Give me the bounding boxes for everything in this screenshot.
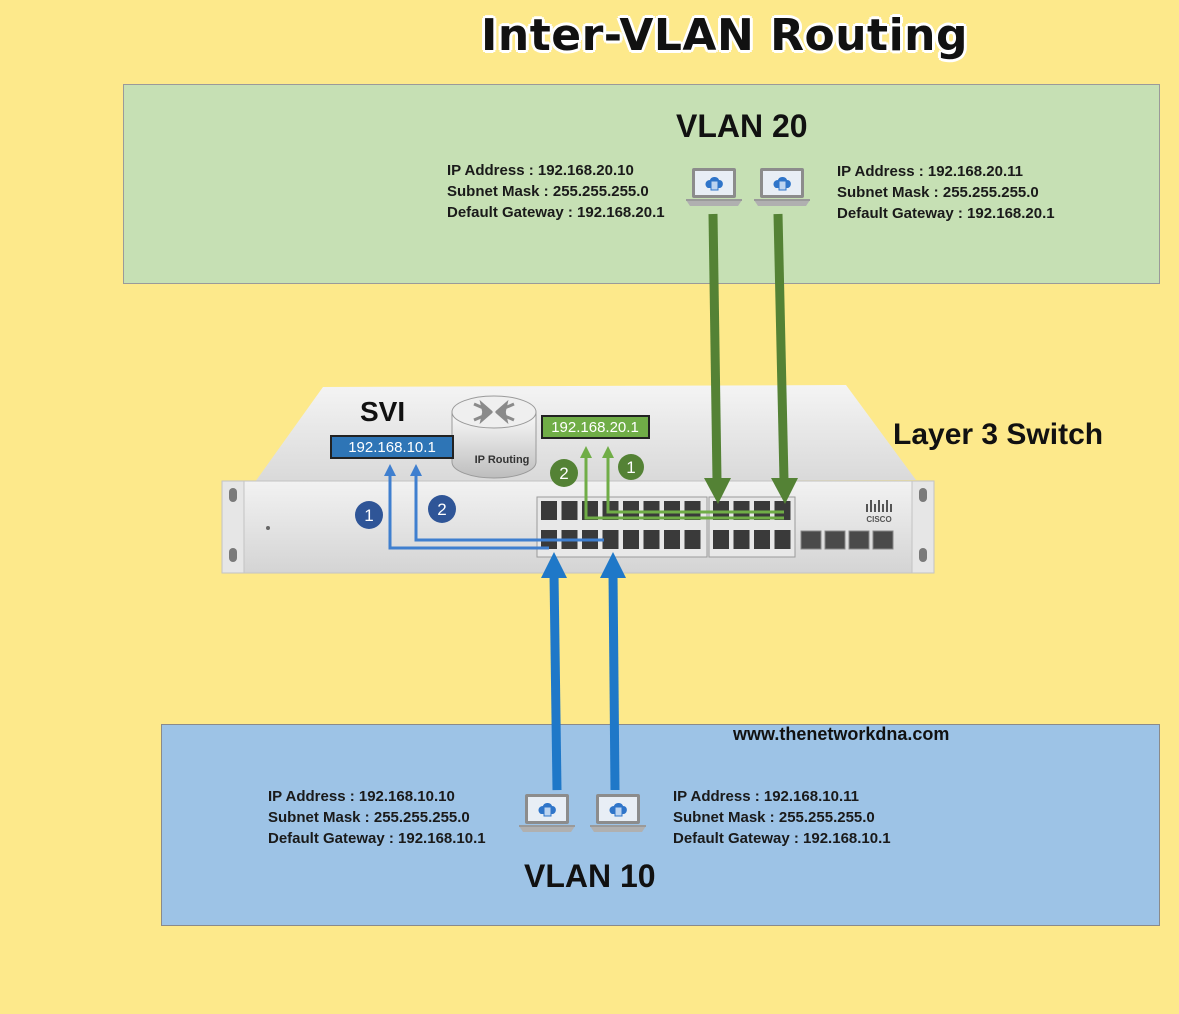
step-2-green	[550, 459, 578, 487]
vlan20-pc2-config: IP Address : 192.168.20.11 Subnet Mask :…	[837, 161, 1055, 224]
vlan20-pc1-laptop-icon	[686, 167, 742, 207]
step-1-blue	[355, 501, 383, 529]
switch-port	[713, 530, 729, 549]
step-1-blue-label: 1	[364, 506, 373, 525]
vlan10-pc2-ip: IP Address : 192.168.10.11	[673, 788, 859, 805]
switch-port	[800, 530, 822, 550]
switch-port	[848, 530, 870, 550]
svi-vlan20-box	[541, 415, 650, 439]
mount-hole	[229, 488, 237, 502]
switch-ear-left	[221, 480, 245, 574]
svi-vlan10-box	[330, 435, 454, 459]
vlan20-pc2-gateway: Default Gateway : 192.168.20.1	[837, 205, 1055, 222]
switch-port	[824, 530, 846, 550]
switch-port	[643, 530, 660, 549]
step-2-blue-label: 2	[437, 500, 446, 519]
vlan10-zone	[161, 724, 1160, 926]
cisco-logo: CISCO	[866, 500, 892, 524]
switch-port	[774, 530, 791, 549]
svi-title: SVI	[360, 396, 406, 427]
mount-hole	[229, 548, 237, 562]
vlan20-pc1-gateway: Default Gateway : 192.168.20.1	[447, 204, 665, 221]
step-2-green-label: 2	[559, 464, 568, 483]
svi-vlan10-ip: 192.168.10.1	[348, 439, 436, 456]
vlan10-links	[541, 552, 626, 791]
svi-vlan20-ip: 192.168.20.1	[551, 419, 639, 436]
vlan20-zone	[123, 84, 1160, 284]
status-led	[266, 526, 270, 530]
vlan20-pc2-laptop-icon	[754, 167, 810, 207]
switch-ear-right	[911, 480, 935, 574]
vlan10-svi-path	[388, 474, 604, 550]
vlan10-pc2-config: IP Address : 192.168.10.11 Subnet Mask :…	[673, 786, 891, 849]
vlan20-pc2-ip: IP Address : 192.168.20.11	[837, 163, 1023, 180]
switch-port	[684, 530, 701, 549]
ip-routing-icon: IP Routing	[451, 395, 537, 479]
vlan10-pc1-mask: Subnet Mask : 255.255.255.0	[268, 809, 470, 826]
vlan10-pc1-gateway: Default Gateway : 192.168.10.1	[268, 830, 486, 847]
vlan20-pc1-ip: IP Address : 192.168.20.10	[447, 162, 634, 179]
switch-port	[541, 501, 557, 520]
vlan20-title: VLAN 20	[676, 108, 808, 144]
layer3-switch: CISCO	[221, 385, 935, 574]
switch-port	[561, 501, 578, 520]
switch-port	[754, 530, 770, 549]
vlan20-pc1-config: IP Address : 192.168.20.10 Subnet Mask :…	[447, 160, 665, 223]
vlan10-pc1-laptop-icon	[519, 793, 575, 833]
vlan10-pc1-config: IP Address : 192.168.10.10 Subnet Mask :…	[268, 786, 486, 849]
switch-port	[872, 530, 894, 550]
step-2-blue	[428, 495, 456, 523]
switch-port	[733, 530, 750, 549]
vlan20-links	[704, 213, 798, 504]
vlan10-pc2-laptop-icon	[590, 793, 646, 833]
switch-ports	[536, 496, 894, 558]
step-1-green	[618, 454, 644, 480]
vlan10-pc2-mask: Subnet Mask : 255.255.255.0	[673, 809, 875, 826]
diagram-title: Inter-VLAN Routing	[481, 10, 968, 61]
step-1-green-label: 1	[626, 458, 635, 477]
vlan10-pc2-gateway: Default Gateway : 192.168.10.1	[673, 830, 891, 847]
vlan20-pc2-mask: Subnet Mask : 255.255.255.0	[837, 184, 1039, 201]
switch-port	[623, 530, 639, 549]
vlan20-pc1-mask: Subnet Mask : 255.255.255.0	[447, 183, 649, 200]
mount-hole	[919, 548, 927, 562]
ip-routing-label: IP Routing	[475, 454, 530, 466]
vlan10-title: VLAN 10	[524, 858, 656, 894]
vlan20-svi-path	[584, 456, 784, 520]
switch-port	[602, 530, 619, 549]
mount-hole	[919, 488, 927, 502]
switch-port	[664, 530, 680, 549]
website-watermark: www.thenetworkdna.com	[733, 724, 950, 744]
layer3-switch-label: Layer 3 Switch	[893, 418, 1104, 451]
vlan10-pc1-ip: IP Address : 192.168.10.10	[268, 788, 455, 805]
cisco-brand-text: CISCO	[866, 515, 891, 524]
